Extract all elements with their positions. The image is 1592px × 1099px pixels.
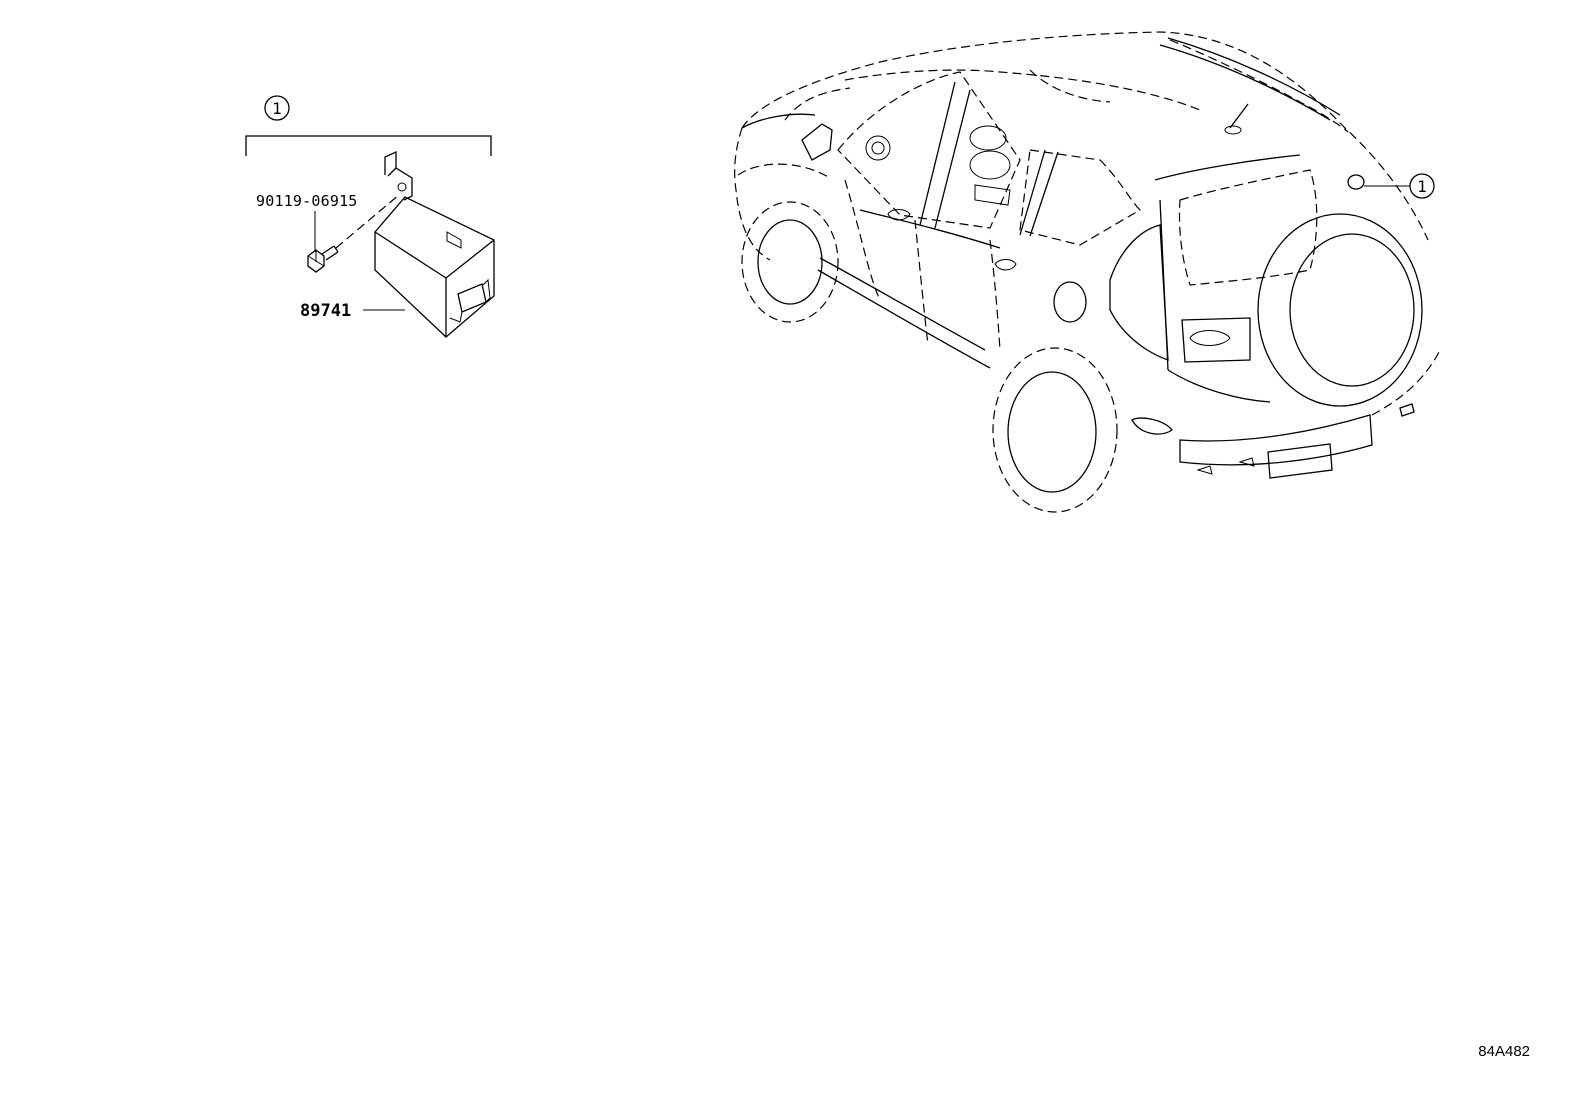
vehicle-callout-number: 1 (1417, 177, 1427, 196)
figure-code: 84A482 (1478, 1043, 1530, 1060)
group-callout-number: 1 (272, 99, 282, 118)
group-callout[interactable]: 1 (264, 95, 290, 121)
control-module-icon (374, 196, 495, 338)
mounting-bracket (384, 150, 413, 201)
part-group: 1 90119-06915 (245, 95, 495, 338)
bolt-part-number[interactable]: 90119-06915 (256, 192, 358, 210)
vehicle-view: 1 (734, 31, 1441, 513)
group-bracket (245, 135, 492, 156)
module-part-number[interactable]: 89741 (300, 301, 351, 321)
vehicle-callout[interactable]: 1 (1409, 173, 1435, 199)
bolt-icon (307, 245, 339, 273)
part-location-marker (1347, 174, 1365, 190)
